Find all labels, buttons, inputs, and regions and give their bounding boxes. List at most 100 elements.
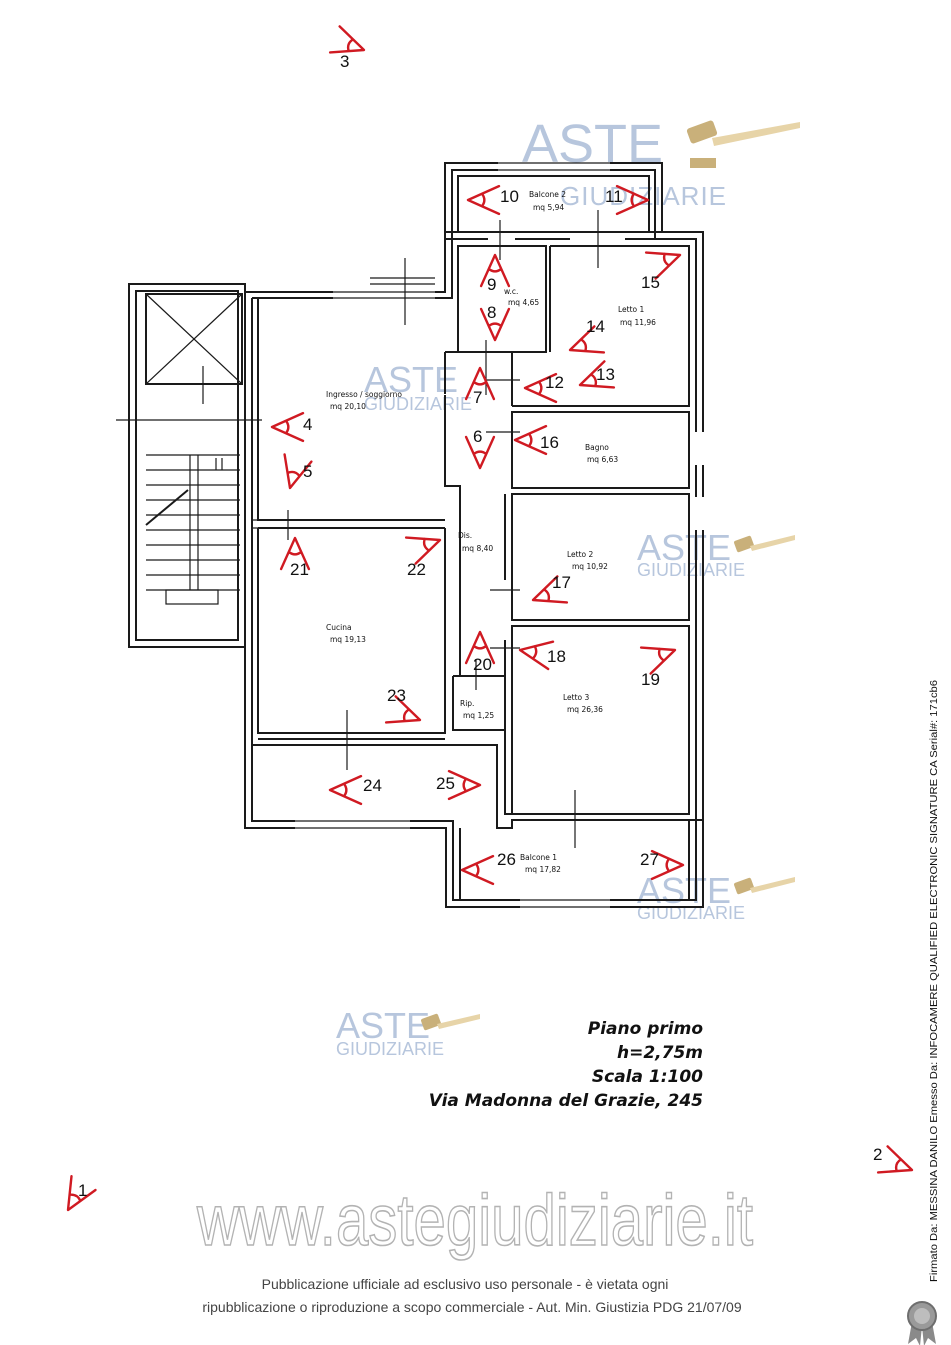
room-area: mq 26,36 [567, 705, 603, 714]
digital-signature: Firmato Da: MESSINA DANILO Emesso Da: IN… [928, 680, 940, 1282]
photo-marker-number: 3 [340, 52, 349, 71]
photo-marker-1: 1 [66, 1175, 97, 1212]
photo-marker-13: 13 [578, 360, 616, 389]
photo-marker-number: 1 [78, 1181, 87, 1200]
room-area: mq 1,25 [463, 711, 494, 720]
photo-marker-11: 11 [605, 184, 650, 216]
room-name: Balcone 2 [529, 190, 566, 199]
photo-marker-number: 16 [540, 433, 559, 452]
watermark-giudiziarie-text: GIUDIZIARIE [560, 181, 727, 211]
view-cone-icon [279, 536, 311, 571]
photo-marker-number: 17 [552, 573, 571, 592]
photo-marker-18: 18 [518, 640, 566, 671]
photo-marker-12: 12 [523, 372, 564, 404]
room-label-balcone1: Balcone 1 mq 17,82 [520, 853, 561, 874]
room-name: Rip. [460, 699, 474, 708]
view-cone-icon [518, 640, 555, 671]
photo-marker-number: 8 [487, 303, 496, 322]
room-name: Cucina [326, 623, 352, 632]
room-label-letto2: Letto 2 mq 10,92 [567, 550, 608, 571]
room-label-cucina: Cucina mq 19,13 [326, 623, 366, 644]
room-label-letto1: Letto 1 mq 11,96 [618, 305, 656, 327]
view-cone-icon [568, 325, 606, 354]
photo-marker-number: 21 [290, 560, 309, 579]
room-name: Bagno [585, 443, 609, 452]
view-cone-icon [479, 253, 511, 288]
photo-marker-number: 7 [473, 388, 482, 407]
photo-marker-number: 26 [497, 850, 516, 869]
view-cone-icon [531, 575, 569, 604]
photo-marker-number: 19 [641, 670, 660, 689]
photo-marker-number: 2 [873, 1145, 882, 1164]
view-cone-icon [328, 774, 363, 806]
letto3-outline [511, 625, 690, 815]
room-name: Balcone 1 [520, 853, 557, 862]
room-name: Ingresso / soggiorno [326, 390, 402, 399]
room-name: w.c. [504, 287, 518, 296]
view-cone-icon [639, 646, 677, 675]
watermark-center: ASTE GIUDIZIARIE [364, 359, 472, 414]
stair-block-inner [135, 290, 239, 641]
gavel-icon [686, 120, 800, 168]
photo-marker-21: 21 [279, 536, 311, 579]
view-cone-icon [513, 424, 548, 456]
room-area: mq 6,63 [587, 455, 618, 464]
watermark-giudiziarie-text: GIUDIZIARIE [637, 560, 745, 580]
photo-marker-26: 26 [460, 850, 516, 886]
room-area: mq 10,92 [572, 562, 608, 571]
room-area: mq 8,40 [462, 544, 493, 553]
watermark-aste-text: ASTE [637, 870, 731, 911]
view-cone-icon [464, 435, 496, 470]
photo-marker-15: 15 [641, 251, 682, 292]
elevator-shaft [145, 293, 243, 385]
room-area: mq 4,65 [508, 298, 539, 307]
view-cone-icon [328, 25, 366, 54]
room-label-rip: Rip. mq 1,25 [460, 699, 494, 720]
photo-marker-14: 14 [568, 317, 606, 354]
room-area: mq 11,96 [620, 318, 656, 327]
photo-marker-number: 5 [303, 462, 312, 481]
room-label-bagno: Bagno mq 6,63 [585, 443, 618, 464]
view-cone-icon [650, 849, 685, 881]
photo-marker-17: 17 [531, 573, 571, 604]
view-cone-icon [384, 695, 422, 724]
room-label-balcone2: Balcone 2 mq 5,94 [529, 190, 566, 212]
room-name: Letto 1 [618, 305, 645, 314]
stairs [145, 454, 240, 605]
photo-marker-16: 16 [513, 424, 559, 456]
view-cone-icon [270, 411, 305, 443]
photo-marker-number: 25 [436, 774, 455, 793]
photo-marker-number: 20 [473, 655, 492, 674]
photo-marker-24: 24 [328, 774, 382, 806]
title-height: h=2,75m [617, 1043, 703, 1063]
title-scale: Scala 1:100 [592, 1067, 703, 1087]
photo-marker-22: 22 [404, 536, 442, 579]
watermark-bottom: ASTE GIUDIZIARIE [336, 1005, 480, 1059]
watermark-top: ASTE GIUDIZIARIE [522, 114, 800, 211]
view-cone-icon [578, 360, 616, 389]
watermark-right-bottom: ASTE GIUDIZIARIE [637, 870, 795, 923]
view-cone-icon [460, 854, 495, 886]
notice-line-1: Pubblicazione ufficiale ad esclusivo uso… [262, 1276, 669, 1292]
photo-marker-25: 25 [436, 769, 482, 801]
room-label-wc: w.c. mq 4,65 [504, 287, 539, 307]
watermark-right-middle: ASTE GIUDIZIARIE [637, 527, 795, 580]
title-block: Piano primo h=2,75m Scala 1:100 Via Mado… [429, 1019, 704, 1111]
room-area: mq 20,10 [330, 402, 366, 411]
photo-marker-number: 14 [586, 317, 605, 336]
letto2-outline [511, 493, 690, 621]
room-label-ingresso: Ingresso / soggiorno mq 20,10 [326, 390, 402, 411]
watermark-aste-text: ASTE [364, 359, 458, 400]
room-name: Letto 2 [567, 550, 594, 559]
photo-marker-number: 12 [545, 373, 564, 392]
room-name: Dis. [458, 531, 472, 540]
photo-marker-27: 27 [640, 849, 685, 881]
photo-marker-5: 5 [283, 453, 313, 490]
photo-marker-4: 4 [270, 411, 312, 443]
photo-marker-7: 7 [464, 366, 496, 407]
photo-marker-number: 22 [407, 560, 426, 579]
photo-marker-2: 2 [873, 1145, 914, 1174]
photo-marker-10: 10 [466, 184, 519, 216]
